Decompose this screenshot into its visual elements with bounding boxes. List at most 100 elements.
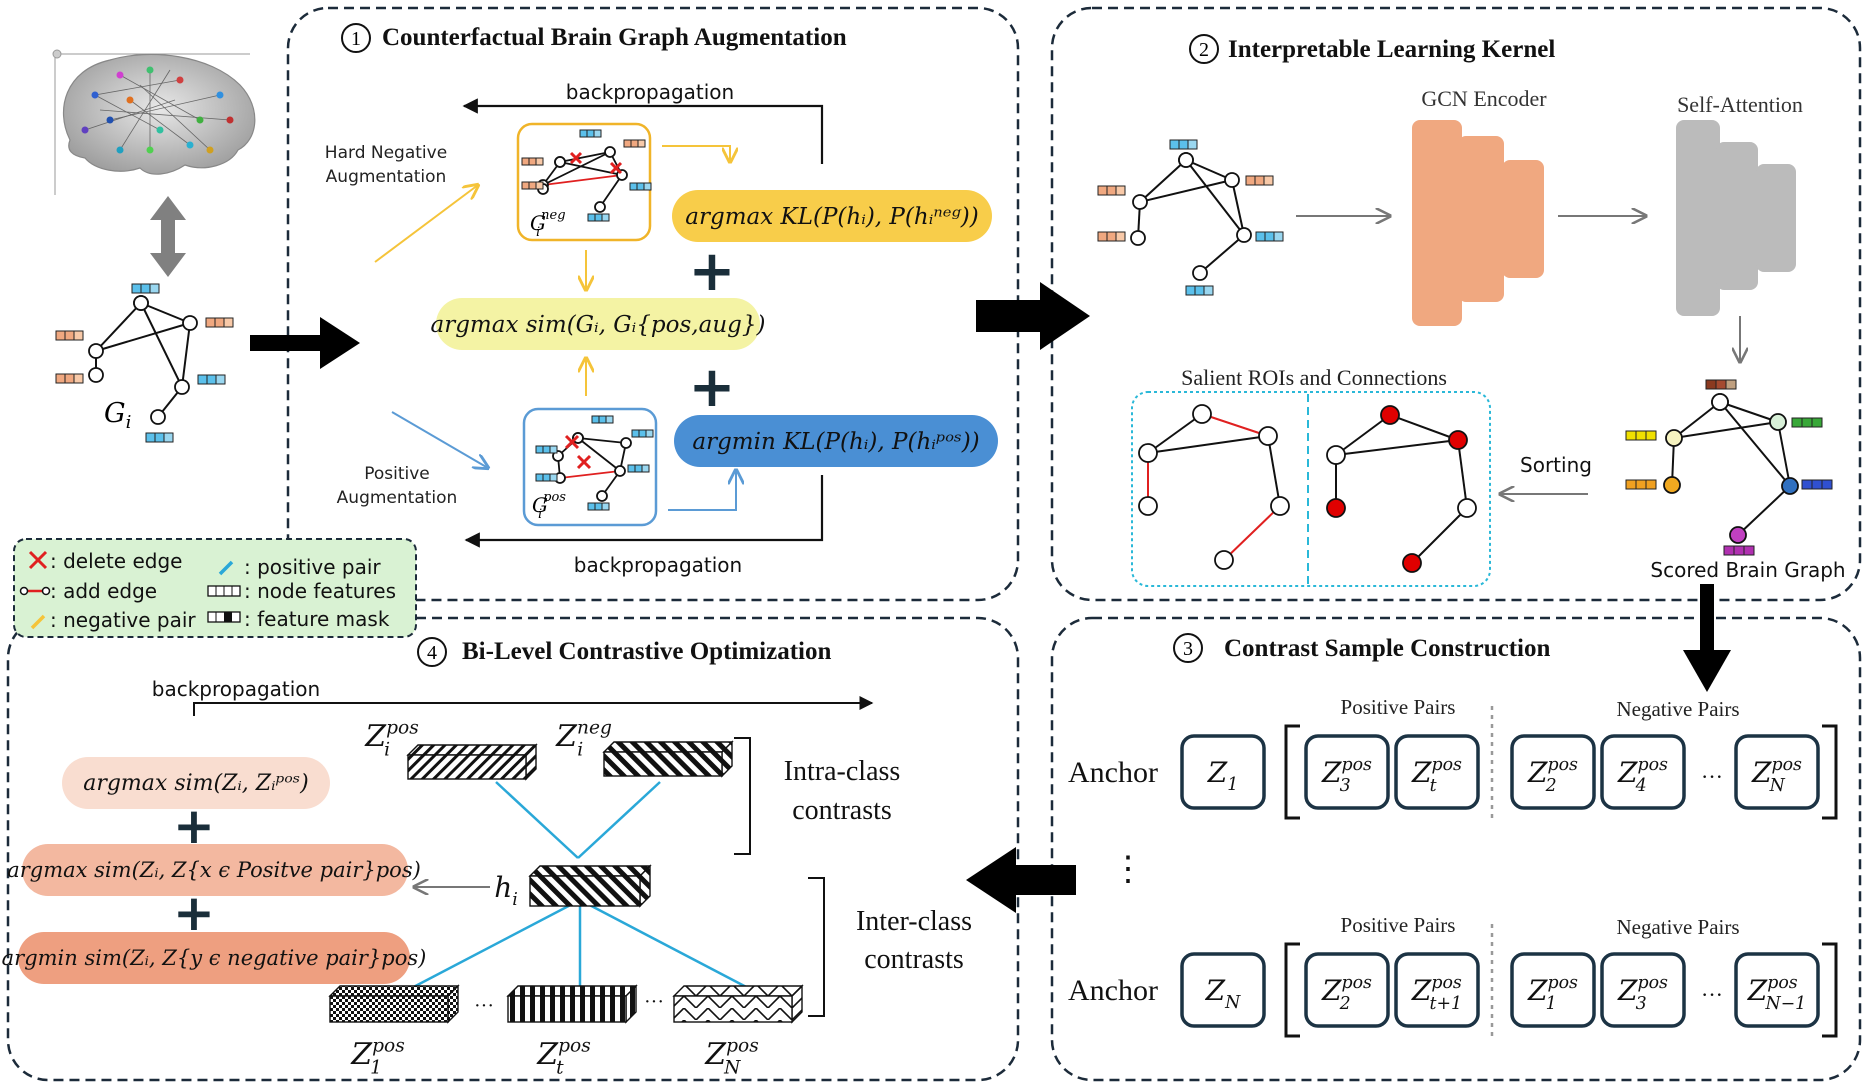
negative-pairs-label: Negative Pairs: [1616, 697, 1739, 721]
embedding-box: [1734, 952, 1820, 1028]
positive-pair-link: [577, 781, 661, 859]
graph-node: [1130, 230, 1146, 246]
sorting-label: Sorting: [1520, 453, 1592, 477]
graph-node: [1663, 476, 1681, 494]
embedding-block: [672, 984, 804, 1024]
graph-edge: [1223, 505, 1281, 561]
node-feature-vector: [1801, 479, 1833, 490]
kl-neg-box: [672, 190, 992, 242]
node-feature-vector: [1097, 231, 1126, 242]
graph-edge: [1139, 179, 1233, 203]
graph-node: [604, 146, 616, 158]
embedding-box: [1180, 952, 1266, 1028]
kl-pos-box: [674, 415, 998, 467]
backprop-top: backpropagation: [462, 80, 824, 164]
bracket-left: [1284, 724, 1300, 820]
panel-3-title-group: 3 Contrast Sample Construction: [1173, 633, 1550, 663]
graph-edge: [542, 174, 623, 186]
panel-3-border: [1050, 616, 1862, 1082]
panel-4-title: Bi-Level Contrastive Optimization: [462, 638, 831, 665]
graph-edge: [542, 151, 611, 186]
graph-edge: [1457, 439, 1468, 509]
inter-class-bracket: Inter-class contrasts: [808, 877, 972, 1017]
graph-edge: [1267, 435, 1281, 507]
salient-label: Salient ROIs and Connections: [1181, 365, 1447, 390]
graph-edge: [1719, 401, 1779, 423]
node-feature-vector: [1705, 379, 1737, 390]
legend-features: : node features: [244, 579, 396, 603]
graph-node: [1769, 413, 1787, 431]
panel-4-number-circle: [417, 637, 447, 667]
legend-add: : add edge: [50, 579, 157, 603]
embedding-box: [1600, 734, 1686, 810]
panel4-backprop-label: backpropagation: [152, 677, 320, 701]
node-feature-vector: [623, 139, 646, 148]
positive-pair-link: [495, 781, 579, 859]
graph-edge: [1199, 234, 1245, 274]
node-feature-vector: [145, 432, 174, 443]
panel-2-number-circle: [1189, 34, 1219, 64]
positive-pair-icon: [218, 560, 234, 576]
input-graph: [55, 283, 234, 443]
neg-graph: [521, 129, 652, 222]
panel-4-number: 4: [427, 642, 437, 664]
intra-class-label-2: contrasts: [792, 795, 892, 826]
graph-edge: [559, 151, 611, 163]
anchor-label: Anchor: [1068, 974, 1158, 1007]
node-feature-vector: [521, 157, 544, 166]
graph-edge: [577, 437, 627, 444]
legend-delete: : delete edge: [50, 549, 182, 573]
graph-node: [614, 465, 626, 477]
graph-node: [1457, 498, 1477, 518]
delete-edge-icon: [609, 161, 623, 175]
graph-node: [1258, 426, 1278, 446]
inter-class-label-1: Inter-class: [856, 906, 972, 937]
node-feature-vector: [579, 129, 602, 138]
node-feature-vector: [205, 317, 234, 328]
objective-2-text: argmax sim(Zᵢ, Z{x ϵ Positve pair}pos): [7, 858, 421, 882]
plus-2: +: [689, 355, 736, 420]
node-feature-vector: [591, 415, 614, 424]
ellipsis: ···: [1701, 982, 1723, 1007]
graph-node: [554, 156, 566, 168]
negative-pairs-label: Negative Pairs: [1616, 915, 1739, 939]
graph-node: [1402, 553, 1422, 573]
positive-pair-link: [403, 898, 581, 994]
node-feature-vector: [521, 181, 544, 190]
graph-edge: [1737, 485, 1791, 536]
arrow-panel1-to-panel2: [976, 282, 1090, 350]
neg-graph-label: Gineg: [530, 208, 566, 240]
delete-edge-icon: [564, 434, 580, 450]
delete-edge-icon: [28, 550, 48, 570]
sim-box: [436, 298, 760, 350]
graph-edge: [577, 437, 621, 472]
graph-node: [1236, 227, 1252, 243]
node-feature-vector: [587, 502, 610, 511]
backprop-top-label: backpropagation: [566, 80, 734, 104]
panel-1-title: Counterfactual Brain Graph Augmentation: [382, 24, 847, 51]
arrow-panel3-to-panel4: [966, 847, 1076, 913]
positive-pairs-label: Positive Pairs: [1341, 695, 1456, 719]
objective-1-text: argmax sim(Zᵢ, Zᵢᵖᵒˢ): [83, 771, 309, 796]
brain-image: [52, 49, 256, 195]
graph-node: [1781, 477, 1799, 495]
graph-edge: [1231, 179, 1245, 236]
node-feature-vector: [1625, 430, 1657, 441]
node-feature-vector: [131, 283, 160, 294]
graph-edge: [1389, 414, 1459, 441]
salient-connections-graph: [1138, 404, 1290, 570]
attn-label: Self-Attention: [1677, 92, 1803, 117]
graph-node: [620, 437, 632, 449]
graph-node: [1380, 405, 1400, 425]
node-feature-vector: [55, 373, 84, 384]
node-feature-vector: [1097, 185, 1126, 196]
delete-edge-icon: [576, 454, 592, 470]
